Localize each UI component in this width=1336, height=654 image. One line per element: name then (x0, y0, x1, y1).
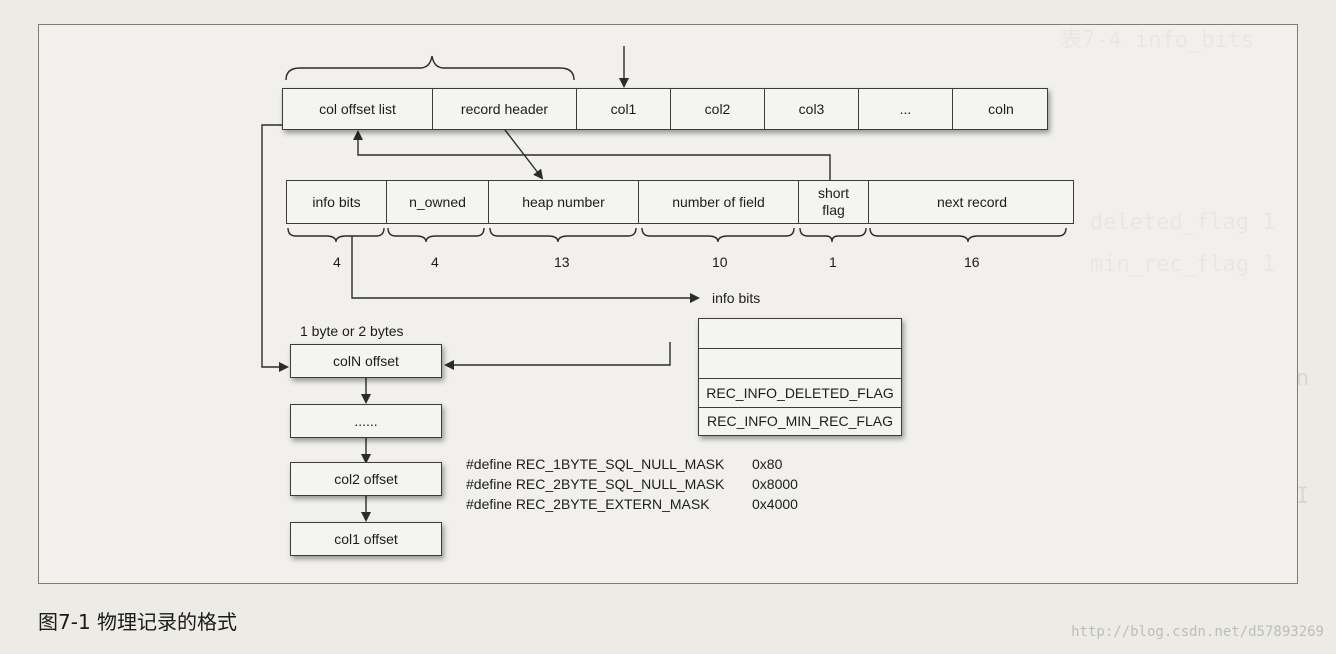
define-name: #define REC_2BYTE_SQL_NULL_MASK (466, 476, 725, 492)
info-bits-pointer (351, 236, 700, 303)
record-cell: col3 (765, 89, 859, 129)
record-cell: col offset list (283, 89, 433, 129)
brace (285, 55, 575, 81)
arrow-to-header (504, 129, 544, 180)
define-name: #define REC_2BYTE_EXTERN_MASK (466, 496, 710, 512)
bg-text: I (1296, 484, 1310, 509)
record-cell: col1 (577, 89, 671, 129)
bit-count: 16 (964, 254, 980, 270)
offset-list-pointer (261, 124, 289, 372)
bit-count: 4 (431, 254, 439, 270)
bg-text: n (1296, 366, 1310, 391)
header-row: info bits n_owned heap number number of … (286, 180, 1074, 224)
offset-box: col1 offset (290, 522, 442, 556)
record-cell: ... (859, 89, 953, 129)
watermark: http://blog.csdn.net/d57893269 (1071, 624, 1324, 640)
offset-box: colN offset (290, 344, 442, 378)
offset-box: col2 offset (290, 462, 442, 496)
define-value: 0x8000 (752, 476, 798, 492)
record-cell: col2 (671, 89, 765, 129)
record-cell: coln (988, 100, 1014, 117)
figure-caption: 图7-1 物理记录的格式 (38, 610, 238, 634)
header-cell: n_owned (387, 181, 489, 223)
offset-size-label: 1 byte or 2 bytes (300, 323, 404, 339)
mask-pointer (444, 342, 671, 370)
header-cell: short flag (799, 181, 869, 223)
info-bits-box: REC_INFO_DELETED_FLAG REC_INFO_MIN_REC_F… (698, 318, 902, 436)
header-cell: heap number (489, 181, 639, 223)
bit-count: 10 (712, 254, 728, 270)
offset-box: ...... (290, 404, 442, 438)
info-bits-row: REC_INFO_DELETED_FLAG (699, 379, 901, 408)
next-record-pointer (353, 130, 831, 180)
define-value: 0x80 (752, 456, 783, 472)
info-bits-row: REC_INFO_MIN_REC_FLAG (707, 413, 893, 429)
bit-count: 13 (554, 254, 570, 270)
bit-count: 4 (333, 254, 341, 270)
bit-count: 1 (829, 254, 837, 270)
info-bits-label: info bits (712, 290, 761, 306)
record-cell: record header (433, 89, 577, 129)
define-name: #define REC_1BYTE_SQL_NULL_MASK (466, 456, 725, 472)
header-cell: number of field (639, 181, 799, 223)
define-value: 0x4000 (752, 496, 798, 512)
record-row: col offset list record header col1 col2 … (282, 88, 1048, 130)
info-bits-row (699, 319, 901, 349)
header-cell: next record (936, 193, 1008, 210)
header-cell: info bits (287, 181, 387, 223)
